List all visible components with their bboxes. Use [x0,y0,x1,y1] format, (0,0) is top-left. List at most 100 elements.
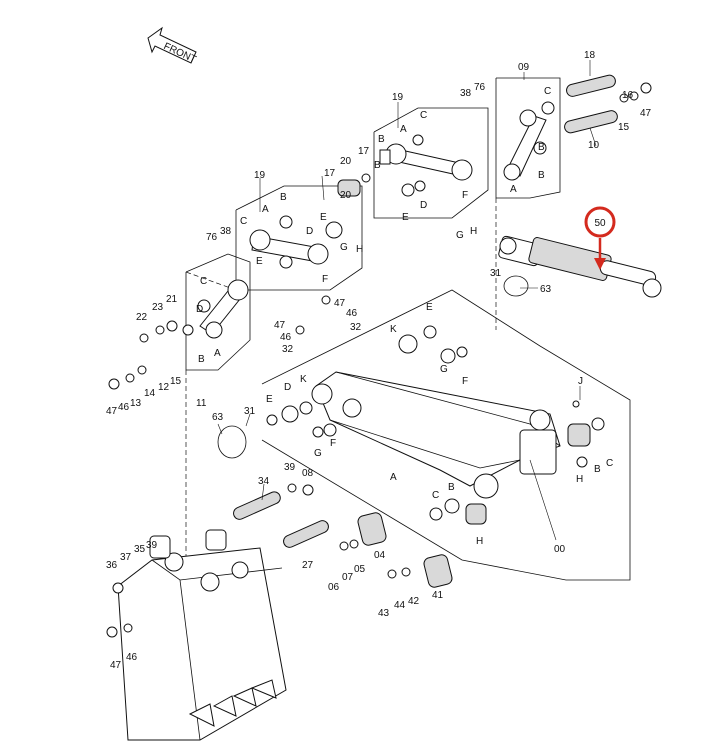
label-Dc: D [196,304,203,315]
label-Dd: D [284,382,291,393]
label-46a: 46 [118,402,130,413]
label-Aa: A [400,124,407,135]
label-27: 27 [302,560,314,571]
label-Hc: H [576,474,583,485]
label-34: 34 [258,476,270,487]
label-44: 44 [394,600,406,611]
label-47d: 47 [274,320,286,331]
label-04: 04 [374,550,386,561]
label-Ca: C [544,86,551,97]
label-63a: 63 [540,284,552,295]
label-15a: 15 [618,122,630,133]
label-47a: 47 [640,108,652,119]
label-14: 14 [144,388,156,399]
label-Hd: H [476,536,483,547]
label-43: 43 [378,608,390,619]
label-36: 36 [106,560,118,571]
highlight-label: 50 [594,218,606,229]
label-Ed: E [426,302,433,313]
label-Gb: G [340,242,348,253]
pin-18 [566,74,616,97]
label-Cb: C [420,110,427,121]
link-19-upper [379,134,473,197]
label-Gd: G [314,448,322,459]
label-35: 35 [134,544,146,555]
label-46d: 46 [126,652,138,663]
label-23: 23 [152,302,164,313]
label-13: 13 [130,398,142,409]
label-11: 11 [196,398,207,409]
label-08: 08 [302,468,314,479]
label-Ee: E [266,394,273,405]
label-31a: 31 [490,268,502,279]
label-Bb: B [374,160,381,171]
label-17a: 17 [358,146,370,157]
label-76b: 76 [206,232,218,243]
label-22: 22 [136,312,148,323]
label-Ae: A [390,472,397,483]
leader-lines [217,60,597,541]
link-11 [166,279,249,339]
label-20b: 20 [340,190,352,201]
label-Ac: A [262,204,269,215]
label-Gc: G [440,364,448,375]
bushing-set-mid [266,325,468,438]
group-box-lines [185,77,631,581]
link-19-lower [249,215,343,269]
label-12: 12 [158,382,170,393]
label-31b: 31 [244,406,256,417]
pin-41 [387,554,453,588]
link-09 [503,101,555,181]
label-Cc: C [240,216,247,227]
label-20a: 20 [340,156,352,167]
label-Bd: B [538,170,545,181]
bolts [106,82,652,638]
label-42: 42 [408,596,420,607]
label-10: 10 [588,140,600,151]
label-Ad: A [214,348,221,359]
arm-body [311,371,561,499]
label-32b: 32 [282,344,294,355]
label-Be: B [280,192,287,203]
label-07: 07 [342,572,354,583]
highlight-callout-50: 50 [584,206,616,270]
label-Eb: E [320,212,327,223]
label-06: 06 [328,582,340,593]
label-18: 18 [584,50,596,61]
label-Ba: B [378,134,385,145]
seal-ring-63a [503,275,529,297]
label-Fd: F [330,438,336,449]
label-Ga: G [456,230,464,241]
bucket-cylinder [498,235,662,298]
pin-10 [564,110,618,134]
label-Bc: B [538,142,545,153]
label-Hb: H [356,244,363,255]
bushing-20 [337,173,371,197]
bucket [117,529,287,741]
label-19b: 19 [254,170,266,181]
label-Bh: B [448,482,455,493]
label-05: 05 [354,564,366,575]
seal-ring-63b [217,425,247,459]
label-47e: 47 [110,660,122,671]
label-Kb: K [300,374,307,385]
bushing-04 [357,512,387,546]
label-76a: 76 [474,82,486,93]
label-Ec: E [256,256,263,267]
pin-34 [233,483,297,520]
label-19a: 19 [392,92,404,103]
label-Bg: B [594,464,601,475]
label-46b: 46 [346,308,358,319]
bushing-set-right [429,417,605,525]
label-Fb: F [322,274,328,285]
label-15b: 15 [170,376,182,387]
label-Db: D [306,226,313,237]
label-47c: 47 [334,298,346,309]
label-63b: 63 [212,412,224,423]
label-37: 37 [120,552,132,563]
label-47b: 47 [106,406,118,417]
pin-27 [283,484,329,548]
label-32a: 32 [350,322,362,333]
label-38a: 38 [460,88,472,99]
